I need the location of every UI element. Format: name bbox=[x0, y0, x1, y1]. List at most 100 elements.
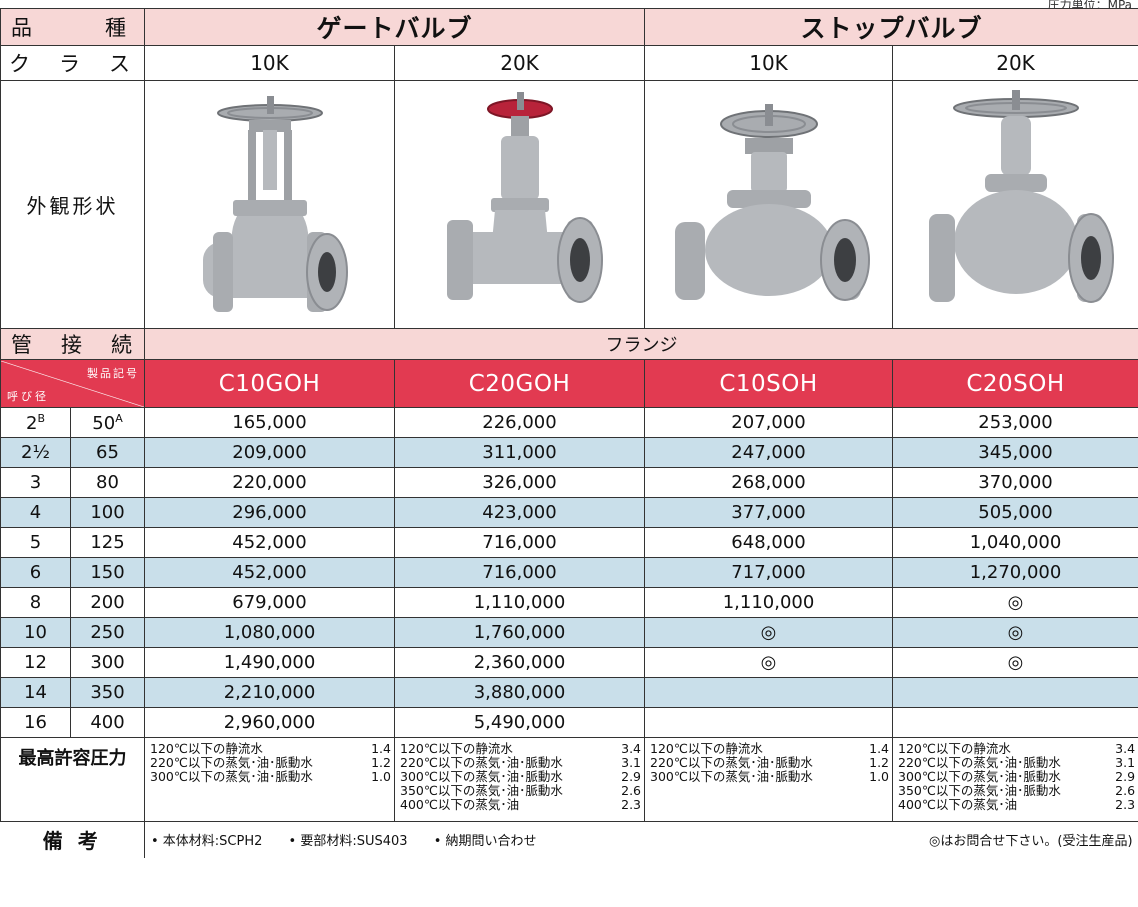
size-mm: 400 bbox=[70, 707, 145, 738]
price-cell: 311,000 bbox=[393, 437, 646, 468]
pressure-value: 2.6 bbox=[1115, 783, 1136, 798]
pressure-value: 1.0 bbox=[869, 769, 890, 784]
size-inch: 2B bbox=[0, 407, 71, 438]
stop-valve-10k-image bbox=[644, 80, 894, 329]
class-gate-20k: 20K bbox=[393, 45, 646, 81]
size-mm-value: 300 bbox=[90, 652, 125, 673]
price-cell: 326,000 bbox=[393, 467, 646, 498]
pressure-value: 2.3 bbox=[1115, 797, 1136, 812]
diagonal-header-cell: 製品記号 呼び径 bbox=[0, 359, 145, 408]
price-cell bbox=[892, 677, 1138, 708]
size-mm: 200 bbox=[70, 587, 145, 618]
pressure-condition: 400℃以下の蒸気･油 bbox=[400, 797, 520, 812]
size-mm: 300 bbox=[70, 647, 145, 678]
remarks-label: 備 考 bbox=[0, 821, 145, 858]
price-cell: 1,270,000 bbox=[892, 557, 1138, 588]
size-inch-value: 3 bbox=[29, 472, 42, 493]
size-mm-value: 400 bbox=[90, 712, 125, 733]
pressure-value: 3.1 bbox=[621, 755, 642, 770]
size-inch-value: 16 bbox=[24, 712, 47, 733]
connection-label-char: 接 bbox=[61, 333, 82, 357]
price-cell: ◎ bbox=[644, 617, 894, 648]
size-mm: 65 bbox=[70, 437, 145, 468]
price-cell: 209,000 bbox=[144, 437, 395, 468]
price-cell: 226,000 bbox=[393, 407, 646, 438]
remarks-cell: • 本体材料:SCPH2 • 要部材料:SUS403 • 納期問い合わせ ◎はお… bbox=[143, 821, 1138, 858]
size-inch: 12 bbox=[0, 647, 71, 678]
stop-valve-20k-image bbox=[892, 80, 1138, 329]
gate-valve-title: ゲートバルブ bbox=[143, 8, 646, 46]
size-inch-value: 4 bbox=[29, 502, 42, 523]
pressure-condition: 120℃以下の静流水 bbox=[650, 741, 763, 756]
code-c20goh: C20GOH bbox=[393, 359, 646, 408]
pressure-value: 1.0 bbox=[371, 769, 391, 784]
pressure-label: 最高許容圧力 bbox=[0, 737, 145, 822]
connection-label-char: 続 bbox=[111, 333, 132, 357]
price-cell: 679,000 bbox=[144, 587, 395, 618]
code-c20soh: C20SOH bbox=[892, 359, 1138, 408]
gate-valve-10k-image bbox=[144, 80, 395, 329]
pressure-condition: 300℃以下の蒸気･油･脈動水 bbox=[400, 769, 563, 784]
size-mm-value: 350 bbox=[90, 682, 125, 703]
size-mm: 50A bbox=[70, 407, 145, 438]
pressure-value: 1.4 bbox=[371, 741, 391, 756]
price-cell: 3,880,000 bbox=[393, 677, 646, 708]
pressure-condition: 220℃以下の蒸気･油･脈動水 bbox=[400, 755, 563, 770]
size-mm: 100 bbox=[70, 497, 145, 528]
price-cell: 247,000 bbox=[644, 437, 894, 468]
price-cell: 1,080,000 bbox=[144, 617, 395, 648]
price-cell: 423,000 bbox=[393, 497, 646, 528]
connection-label-char: 管 bbox=[11, 333, 32, 357]
remark-item: • 納期問い合わせ bbox=[433, 834, 537, 850]
price-cell: 648,000 bbox=[644, 527, 894, 558]
class-row: ク ラ ス 10K 20K 10K 20K bbox=[0, 45, 1138, 81]
remark-item: • 要部材料:SUS403 bbox=[288, 834, 408, 850]
price-cell: 717,000 bbox=[644, 557, 894, 588]
size-inch: 8 bbox=[0, 587, 71, 618]
remark-note: ◎はお問合せ下さい。(受注生産品) bbox=[929, 834, 1133, 850]
size-inch-unit: B bbox=[37, 411, 45, 425]
size-label: 呼び径 bbox=[7, 389, 49, 403]
pressure-condition: 220℃以下の蒸気･油･脈動水 bbox=[898, 755, 1061, 770]
price-cell: 452,000 bbox=[144, 557, 395, 588]
price-cell bbox=[644, 677, 894, 708]
size-inch: 5 bbox=[0, 527, 71, 558]
price-cell: 505,000 bbox=[892, 497, 1138, 528]
pressure-value: 3.4 bbox=[621, 741, 642, 756]
appearance-row: 外観形状 bbox=[0, 80, 1138, 329]
size-mm-value: 50 bbox=[92, 412, 116, 434]
price-cell: 345,000 bbox=[892, 437, 1138, 468]
pressure-line: 220℃以下の蒸気･油･脈動水 3.1 bbox=[400, 756, 641, 770]
price-cell: ◎ bbox=[892, 617, 1138, 648]
size-mm: 250 bbox=[70, 617, 145, 648]
class-label-char: ス bbox=[109, 52, 130, 76]
pressure-condition: 350℃以下の蒸気･油･脈動水 bbox=[400, 783, 563, 798]
size-inch-value: 12 bbox=[24, 652, 47, 673]
size-inch: 6 bbox=[0, 557, 71, 588]
price-cell bbox=[644, 707, 894, 738]
size-inch-value: 6 bbox=[29, 562, 42, 583]
stop-valve-title: ストップバルブ bbox=[644, 8, 1138, 46]
valve-spec-table: 品 種 ゲートバルブ ストップバルブ ク ラ ス 10K 20K 10K 20K… bbox=[0, 8, 1138, 858]
size-mm-value: 100 bbox=[90, 502, 125, 523]
price-cell: 452,000 bbox=[144, 527, 395, 558]
